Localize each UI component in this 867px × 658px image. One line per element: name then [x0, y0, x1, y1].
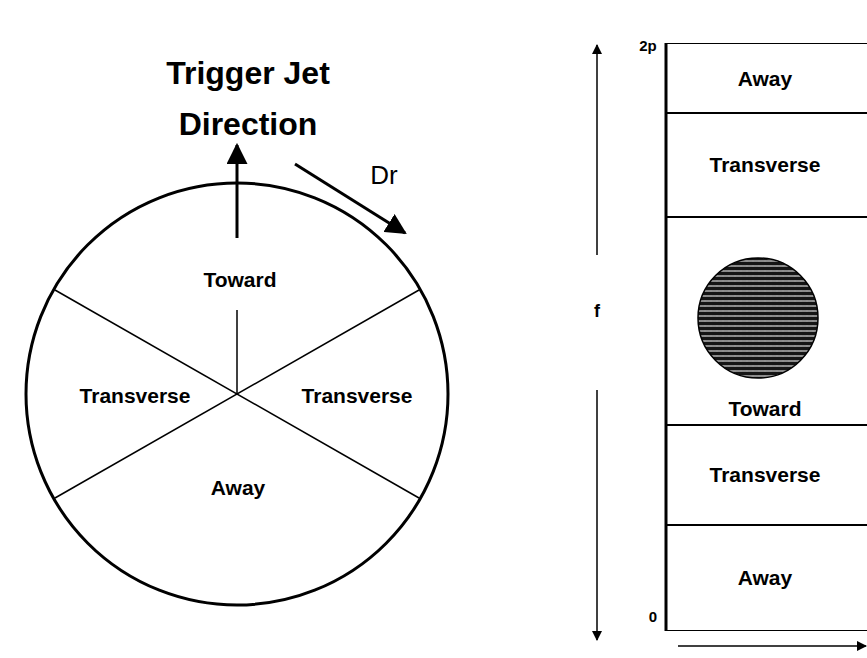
axis-label: f — [594, 302, 600, 322]
region-band: Away — [665, 524, 867, 631]
axis-label: 0 — [649, 609, 657, 626]
region-band: Transverse — [665, 424, 867, 526]
region-name: Transverse — [710, 153, 831, 177]
region-band: Away — [665, 43, 867, 114]
jet-blob — [698, 258, 818, 378]
region-divider — [55, 290, 419, 498]
diagram-heading: Trigger Jet Direction — [118, 48, 378, 150]
region-divider — [55, 290, 419, 498]
region-label: Transverse — [302, 384, 413, 407]
eta-axis — [678, 645, 866, 647]
region-label: Transverse — [80, 384, 191, 407]
region-label: Away — [211, 476, 265, 499]
region-name: Away — [738, 566, 802, 590]
region-label: Toward — [203, 268, 276, 291]
phi-axis — [596, 390, 598, 640]
trigger-arrow — [236, 145, 239, 238]
region-band: Transverse — [665, 112, 867, 218]
region-name: Away — [738, 67, 802, 91]
region-band: Toward — [665, 216, 867, 426]
region-name: Toward — [728, 397, 811, 421]
axis-label: 2p — [639, 38, 657, 55]
jet-axis-line — [236, 310, 238, 394]
region-label: Dr — [370, 161, 397, 190]
region-name: Transverse — [710, 463, 831, 487]
phi-axis — [596, 45, 598, 255]
region-circle — [26, 183, 448, 605]
